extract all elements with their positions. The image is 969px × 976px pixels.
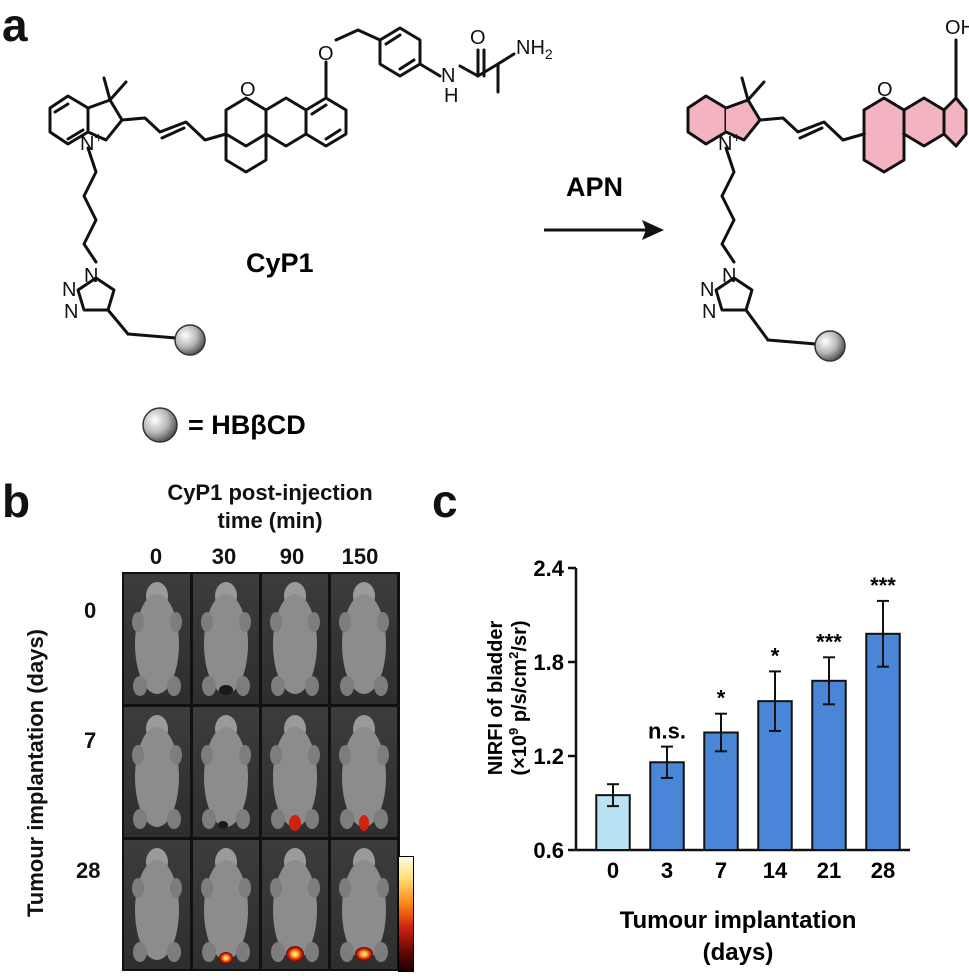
atom-n-triazole-3: N <box>64 301 78 323</box>
significance-28: *** <box>870 573 896 598</box>
y-axis-label-line2: (×109 p/s/cm2/sr) <box>506 620 531 775</box>
x-tick-label-14: 14 <box>763 858 788 883</box>
row-label-7: 7 <box>84 728 97 753</box>
bar-21 <box>811 679 847 851</box>
x-axis-label-line1: Tumour implantation <box>620 907 857 934</box>
atom-n-triazole-r3: N <box>702 301 716 323</box>
hbcd-bead-left <box>174 324 206 356</box>
atom-n-triazole-r2: N <box>700 279 714 301</box>
panel-b-title-line2: time (min) <box>217 508 323 533</box>
y-axis-label-line1: NIRFI of bladder <box>485 621 507 776</box>
row-label-28: 28 <box>76 858 101 883</box>
atom-oh: OH <box>945 17 969 39</box>
significance-7: * <box>717 686 726 711</box>
hbcd-bead-legend <box>142 407 178 443</box>
atom-o-xanthene-right: O <box>877 79 893 101</box>
atom-n-triazole-1: N <box>84 265 98 287</box>
hbcd-bead-right <box>814 330 846 362</box>
color-scale-bar <box>398 856 414 972</box>
significance-21: *** <box>816 629 842 654</box>
time-label-0: 0 <box>149 544 163 569</box>
panel-b-title-line1: CyP1 post-injection <box>167 480 373 505</box>
atom-o-carbonyl: O <box>470 27 486 49</box>
atom-o-ether: O <box>318 43 334 65</box>
significance-14: * <box>771 643 780 668</box>
bar-chart: 0.6 1.2 1.8 2.4 0 3 n.s. 7 * 14 * 21 *** 28 *** NIRFI … <box>485 556 910 966</box>
probe-name-label: CyP1 <box>246 248 314 278</box>
y-tick-label-1: 1.2 <box>533 744 564 769</box>
x-tick-label-3: 3 <box>661 858 673 883</box>
enzyme-label: APN <box>566 172 623 202</box>
x-tick-label-28: 28 <box>871 858 895 883</box>
panel-letter-b: b <box>2 475 31 527</box>
x-tick-label-0: 0 <box>607 858 619 883</box>
y-tick-label-2: 1.8 <box>533 650 564 675</box>
y-tick-label-0: 0.6 <box>533 838 564 863</box>
row-label-0: 0 <box>84 598 97 623</box>
atom-n-plus-left: N+ <box>80 129 103 155</box>
atom-nh2: NH2 <box>516 37 553 62</box>
atom-n-triazole-r1: N <box>722 265 736 287</box>
x-tick-label-7: 7 <box>715 858 727 883</box>
x-tick-label-21: 21 <box>817 858 841 883</box>
reaction-scheme: O O N H O NH2 N+ N N N OH O N+ N N N CyP… <box>48 17 969 443</box>
panel-letter-c: c <box>432 475 458 527</box>
y-tick-label-3: 2.4 <box>533 556 564 581</box>
mouse-image-grid <box>122 572 400 971</box>
bar-0 <box>595 794 631 852</box>
atom-n-amide: N <box>441 65 455 87</box>
atom-h-amide: H <box>444 85 458 107</box>
time-label-30: 30 <box>211 544 237 569</box>
significance-3: n.s. <box>648 719 686 744</box>
time-label-150: 150 <box>341 544 379 569</box>
atom-n-plus-right: N+ <box>718 129 741 155</box>
atom-n-triazole-2: N <box>62 279 76 301</box>
bar-28 <box>865 632 901 851</box>
row-axis-label: Tumour implantation (days) <box>23 628 48 918</box>
x-axis-label-line2: (days) <box>703 939 774 966</box>
atom-o-xanthene: O <box>240 79 256 101</box>
panel-letter-a: a <box>2 0 28 51</box>
mouse-grid-svg <box>124 574 397 969</box>
time-label-90: 90 <box>279 544 305 569</box>
legend-hbcd: = HBβCD <box>188 410 306 440</box>
